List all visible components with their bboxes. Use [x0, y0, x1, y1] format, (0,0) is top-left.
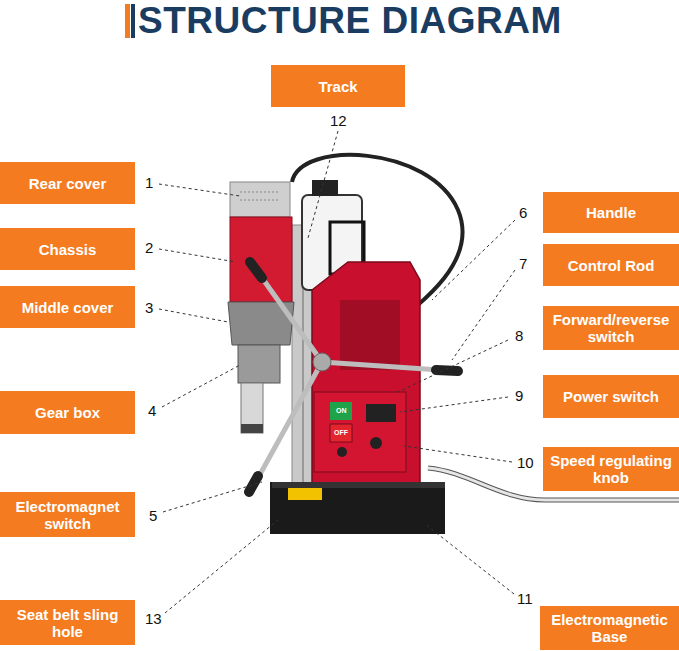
switch-block — [366, 404, 396, 422]
label-box: Power switch — [543, 375, 679, 418]
handle-spoke — [260, 275, 322, 362]
bottle-cap — [312, 180, 338, 196]
label-box: Control Rod — [543, 244, 679, 286]
rear-cover — [230, 182, 290, 217]
part-name: Rear cover — [29, 175, 107, 192]
magnetic-base — [272, 482, 445, 488]
part-name: Seat belt sling hole — [5, 606, 130, 640]
label-box: Chassis — [0, 228, 135, 270]
label-box: Electromagnet switch — [0, 492, 135, 537]
label-box: Speed regulating knob — [543, 447, 679, 491]
diagram-title: STRUCTURE DIAGRAM — [138, 0, 562, 42]
part-name: Speed regulating knob — [548, 452, 674, 486]
control-panel — [314, 392, 406, 472]
part-name: Power switch — [563, 388, 659, 405]
magnet-switch — [337, 447, 347, 457]
spindle — [241, 383, 263, 433]
vent — [240, 192, 280, 193]
handle-knob — [250, 262, 262, 278]
speed-knob — [370, 437, 382, 449]
off-button — [330, 424, 352, 442]
handle-hub — [313, 353, 331, 371]
leader-lines — [159, 131, 515, 613]
callout-number: 1 — [145, 174, 153, 191]
handle-spoke — [322, 362, 440, 370]
callout-number: 4 — [148, 402, 156, 419]
title-bar — [125, 4, 130, 38]
spindle-tip — [241, 424, 263, 433]
label-box: Seat belt sling hole — [0, 600, 135, 645]
body-window — [340, 300, 400, 370]
title-bar — [131, 4, 135, 38]
vent — [240, 200, 280, 201]
callout-number: 13 — [145, 610, 162, 627]
part-name: Electromagnet switch — [5, 498, 130, 532]
callout-number: 7 — [519, 255, 527, 272]
callout-number: 9 — [515, 387, 523, 404]
label-box: Handle — [543, 192, 679, 233]
label-box: Rear cover — [0, 162, 135, 204]
part-name: Forward/reverse switch — [548, 311, 674, 345]
callout-number: 2 — [145, 239, 153, 256]
motor-chassis — [230, 217, 292, 302]
part-name: Gear box — [35, 404, 100, 421]
part-name: Track — [318, 78, 357, 95]
label-box: Gear box — [0, 391, 135, 434]
button-text: ON — [336, 407, 347, 415]
label-box: Forward/reverse switch — [543, 306, 679, 350]
callout-number: 8 — [515, 327, 523, 344]
gear-box — [238, 345, 280, 383]
label-box: Track — [271, 65, 405, 107]
label-box: Middle cover — [0, 286, 135, 328]
handle-spoke — [258, 362, 322, 478]
part-name: Middle cover — [22, 299, 114, 316]
magnetic-base — [270, 482, 445, 534]
warning-sticker — [288, 488, 322, 500]
callout-number: 12 — [330, 112, 347, 129]
part-name: Control Rod — [568, 257, 655, 274]
handle-knob — [436, 370, 458, 371]
button-text: OFF — [334, 429, 348, 437]
callout-number: 3 — [145, 299, 153, 316]
callout-number: 5 — [149, 507, 157, 524]
drill-body — [312, 262, 420, 485]
callout-number: 11 — [517, 590, 533, 607]
label-box: Electromagnetic Base — [540, 606, 679, 650]
callout-number: 6 — [519, 204, 527, 221]
on-button — [330, 402, 352, 420]
callout-number: 10 — [517, 454, 534, 471]
part-name: Chassis — [39, 241, 97, 258]
part-name: Handle — [586, 204, 636, 221]
part-name: Electromagnetic Base — [545, 611, 674, 645]
